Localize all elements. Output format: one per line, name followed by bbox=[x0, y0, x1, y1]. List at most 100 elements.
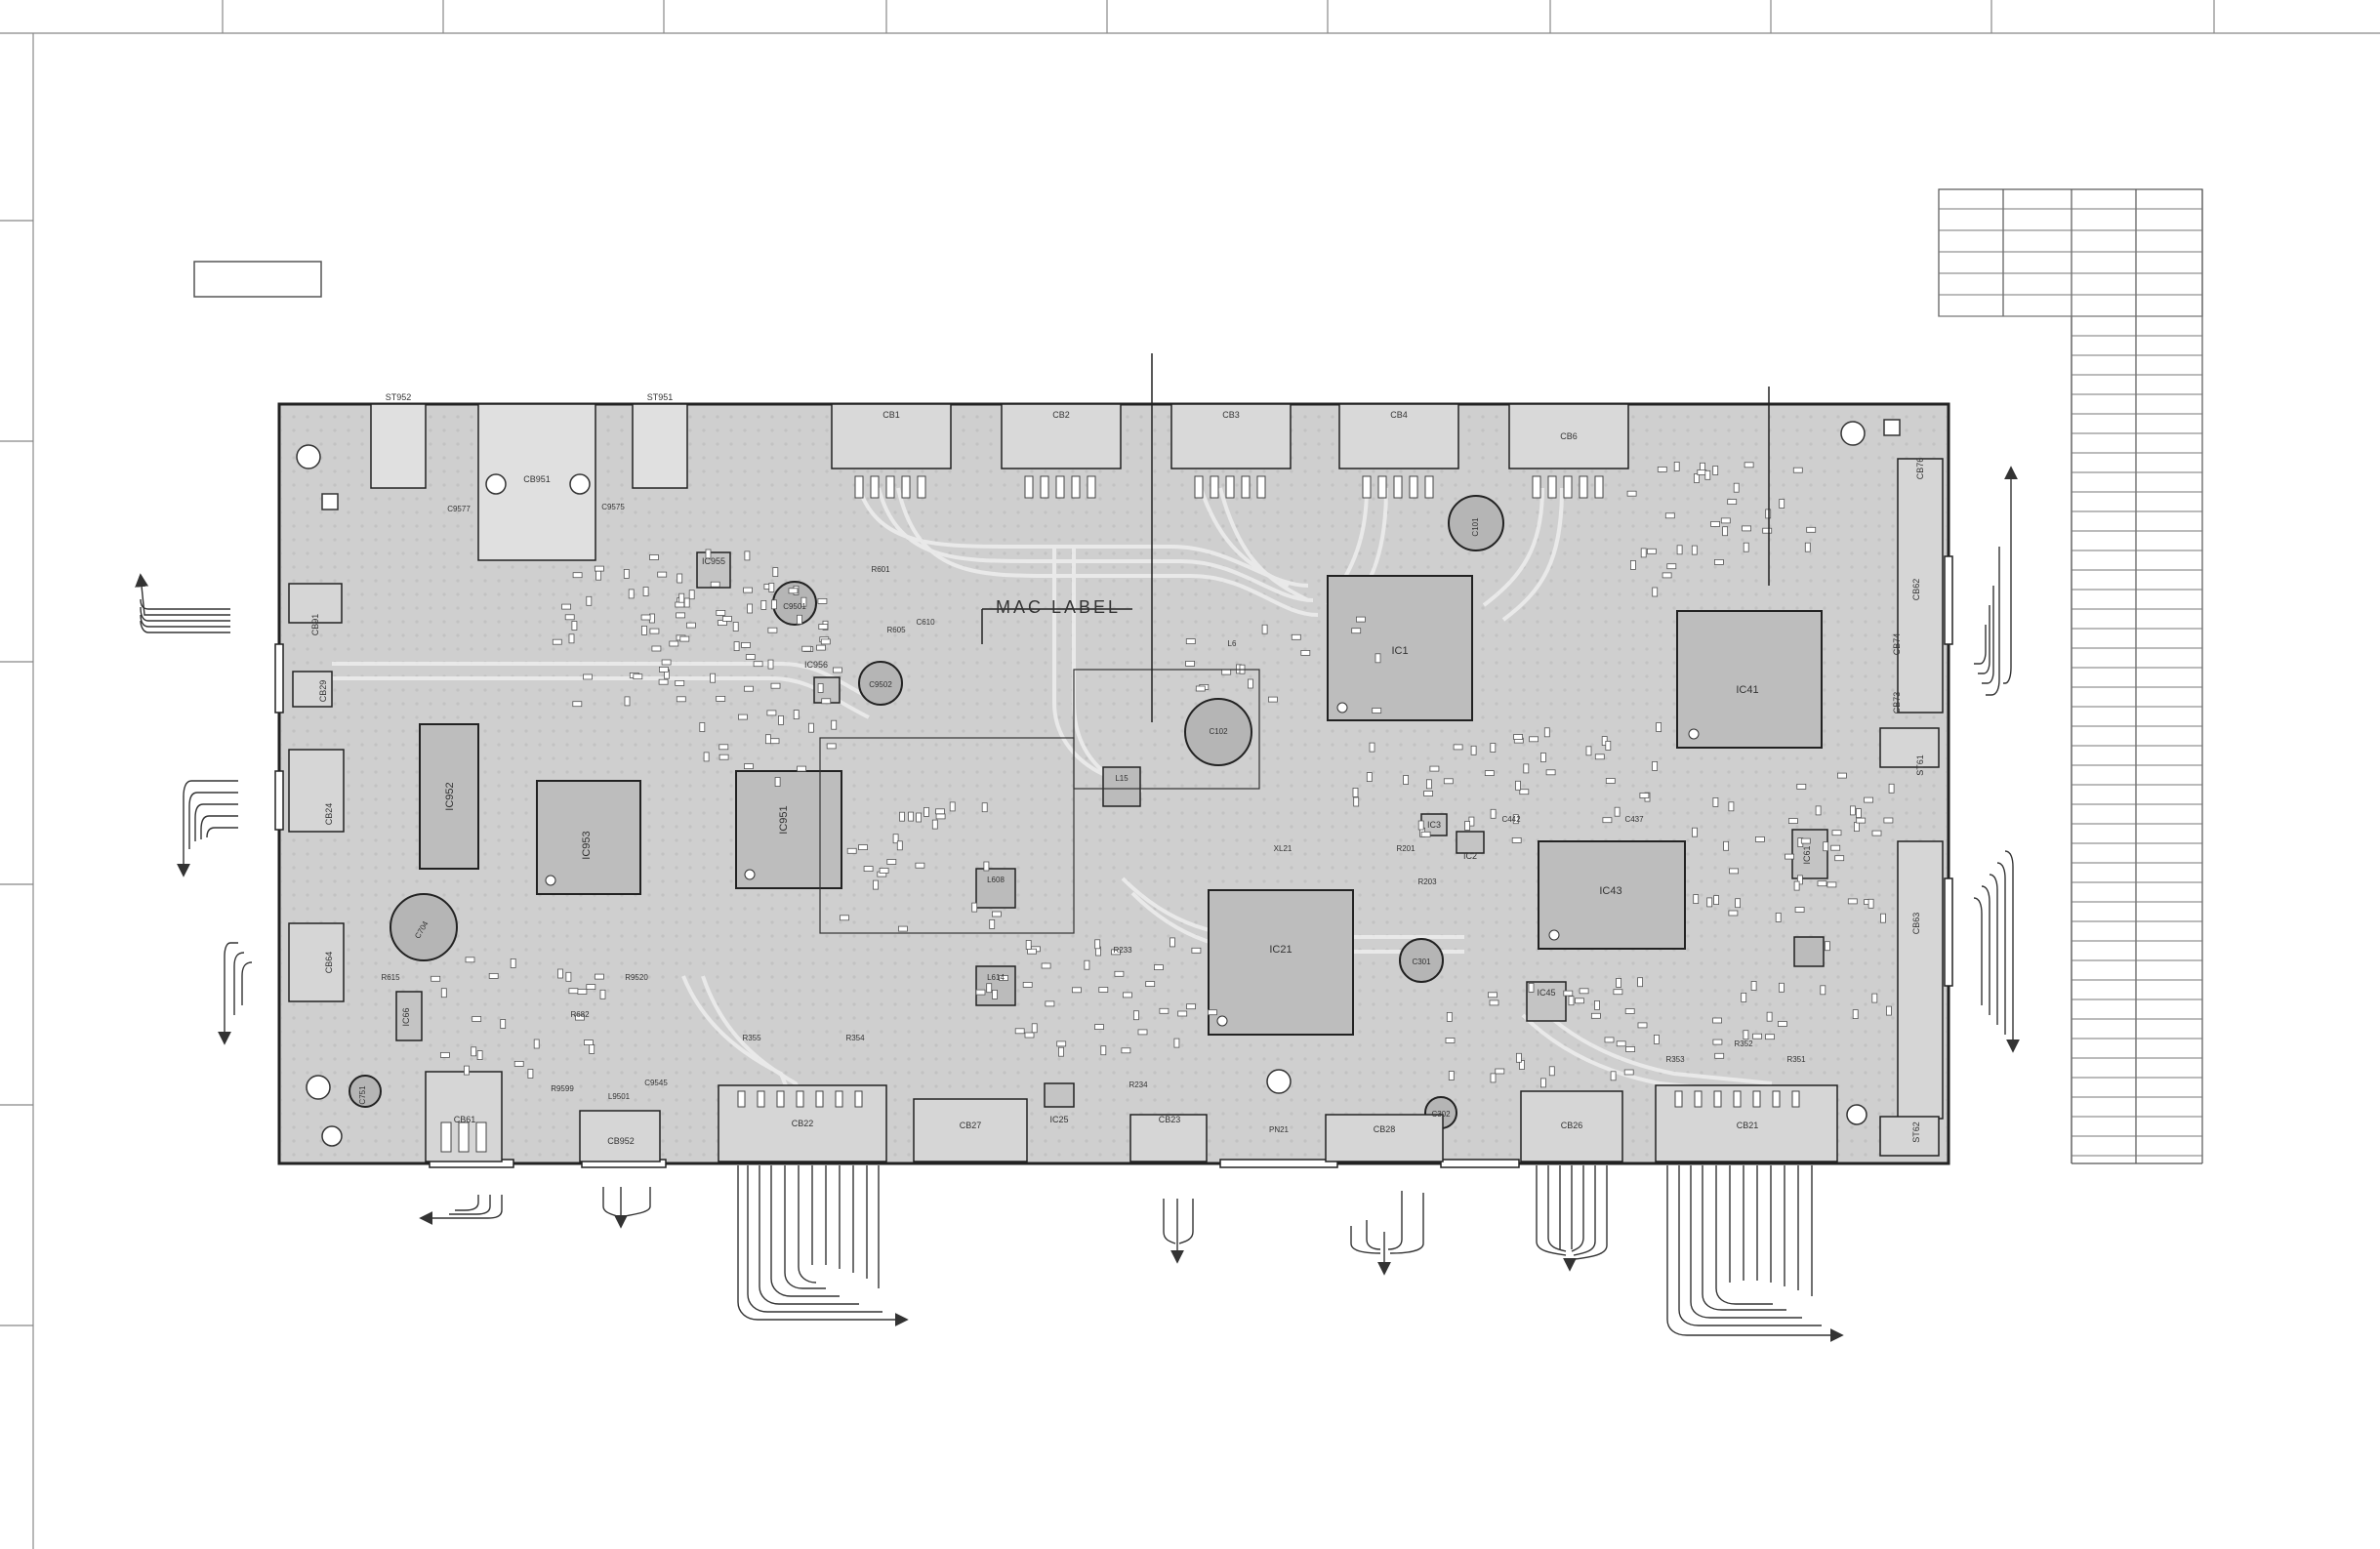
cb27-label: CB27 bbox=[960, 1121, 982, 1130]
cable-bottom-cb26 bbox=[1536, 1165, 1608, 1272]
parts-table-rows bbox=[1939, 208, 2202, 1157]
pn21-label: PN21 bbox=[1269, 1125, 1290, 1134]
cable-left-low bbox=[218, 942, 253, 1045]
cb23-label: CB23 bbox=[1159, 1115, 1181, 1124]
ic953-label: IC953 bbox=[581, 831, 593, 859]
pcb-board bbox=[274, 402, 1953, 1168]
c610-label: C610 bbox=[916, 618, 935, 627]
cable-left-top bbox=[135, 573, 230, 633]
cb24-label: CB24 bbox=[324, 803, 334, 826]
mac-label: MAC LABEL bbox=[996, 597, 1121, 617]
r615-label: R615 bbox=[381, 973, 400, 982]
c301-label: C301 bbox=[1412, 958, 1431, 966]
ic1-label: IC1 bbox=[1391, 645, 1408, 657]
connector-labels: CB1 CB2 CB3 CB4 CB6 CB951 ST952 ST951 CB… bbox=[310, 392, 1925, 1146]
ic952-label: IC952 bbox=[444, 782, 456, 810]
part-labels: C101 C102 C9501 C9502 C301 C302 C704 C75… bbox=[358, 503, 1806, 1134]
cb3-label: CB3 bbox=[1222, 410, 1240, 420]
cb1-label: CB1 bbox=[882, 410, 900, 420]
cb64-label: CB64 bbox=[324, 952, 334, 974]
ic956-label: IC956 bbox=[804, 660, 828, 670]
c9545-label: C9545 bbox=[644, 1079, 668, 1087]
ic2-label: IC2 bbox=[1463, 851, 1477, 861]
cb74-label: CB74 bbox=[1892, 633, 1902, 656]
l6-label: L6 bbox=[1228, 639, 1237, 648]
empty-title-box bbox=[193, 261, 322, 298]
cable-right-top bbox=[1974, 466, 2018, 696]
c102-label: C102 bbox=[1209, 727, 1228, 736]
cable-left-mid bbox=[177, 780, 238, 877]
cb2-label: CB2 bbox=[1052, 410, 1070, 420]
r233-label: R233 bbox=[1113, 946, 1132, 955]
ic43-label: IC43 bbox=[1599, 885, 1621, 897]
c9575-label: C9575 bbox=[601, 503, 625, 511]
r353-label: R353 bbox=[1665, 1055, 1685, 1064]
r605-label: R605 bbox=[886, 626, 906, 634]
xl21-label: XL21 bbox=[1274, 844, 1293, 853]
cable-bottom-cb22 bbox=[737, 1165, 909, 1326]
ic955-label: IC955 bbox=[702, 556, 725, 566]
r234-label: R234 bbox=[1128, 1080, 1148, 1089]
cable-bottom-cb952 bbox=[602, 1187, 651, 1229]
r601-label: R601 bbox=[871, 565, 890, 574]
cb22-label: CB22 bbox=[792, 1119, 814, 1128]
cable-bottom-cb61 bbox=[419, 1195, 503, 1225]
c9502-label: C9502 bbox=[869, 680, 892, 689]
c442-label: C442 bbox=[1501, 815, 1521, 824]
c302-label: C302 bbox=[1431, 1110, 1451, 1119]
cb21-label: CB21 bbox=[1737, 1121, 1759, 1130]
c437-label: C437 bbox=[1624, 815, 1644, 824]
l9501-label: L9501 bbox=[608, 1092, 631, 1101]
ic45-label: IC45 bbox=[1537, 988, 1555, 998]
parts-table bbox=[1938, 188, 2203, 1164]
cb952-label: CB952 bbox=[607, 1136, 635, 1146]
r201-label: R201 bbox=[1396, 844, 1416, 853]
l608-label: L608 bbox=[987, 876, 1005, 884]
c9501-label: C9501 bbox=[783, 602, 806, 611]
r682-label: R682 bbox=[570, 1010, 590, 1019]
l614-label: L614 bbox=[987, 973, 1005, 982]
ic25-label: IC25 bbox=[1049, 1115, 1068, 1124]
c751-label: C751 bbox=[358, 1085, 367, 1105]
c101-label: C101 bbox=[1471, 517, 1480, 537]
st62-label: ST62 bbox=[1911, 1121, 1921, 1143]
cb91-label: CB91 bbox=[310, 614, 320, 636]
cb73-label: CB73 bbox=[1892, 692, 1902, 714]
st61-label: ST61 bbox=[1915, 754, 1925, 776]
cable-bottom-cb21 bbox=[1666, 1165, 1844, 1342]
l15-label: L15 bbox=[1115, 774, 1128, 783]
cable-bottom-cb23 bbox=[1163, 1199, 1194, 1264]
cb63-label: CB63 bbox=[1911, 913, 1921, 935]
r355-label: R355 bbox=[742, 1034, 761, 1042]
cb76-label: CB76 bbox=[1915, 458, 1925, 480]
r351-label: R351 bbox=[1786, 1055, 1806, 1064]
smd-components bbox=[431, 461, 1895, 1088]
r9599-label: R9599 bbox=[551, 1084, 574, 1093]
st951-label: ST951 bbox=[647, 392, 674, 402]
c9577-label: C9577 bbox=[447, 505, 471, 513]
ic41-label: IC41 bbox=[1736, 684, 1758, 696]
ic-labels: IC1 IC41 IC21 IC43 IC951 IC952 IC953 IC9… bbox=[401, 556, 1812, 1124]
mac-label-group: MAC LABEL bbox=[996, 597, 1121, 617]
ic951-label: IC951 bbox=[778, 805, 790, 834]
ic21-label: IC21 bbox=[1269, 944, 1292, 956]
cb951-label: CB951 bbox=[523, 474, 551, 484]
cb4-label: CB4 bbox=[1390, 410, 1408, 420]
ic66-label: IC66 bbox=[401, 1007, 411, 1026]
cable-right-bottom bbox=[1973, 850, 2020, 1053]
r352-label: R352 bbox=[1734, 1039, 1753, 1048]
ic61-label: IC61 bbox=[1802, 845, 1812, 864]
r203-label: R203 bbox=[1417, 877, 1437, 886]
cb6-label: CB6 bbox=[1560, 431, 1578, 441]
r9520-label: R9520 bbox=[625, 973, 648, 982]
cb29-label: CB29 bbox=[318, 680, 328, 703]
cable-bottom-cb28 bbox=[1350, 1191, 1424, 1276]
cb28-label: CB28 bbox=[1374, 1124, 1396, 1134]
r354-label: R354 bbox=[845, 1034, 865, 1042]
cb61-label: CB61 bbox=[454, 1115, 476, 1124]
st952-label: ST952 bbox=[386, 392, 412, 402]
cb26-label: CB26 bbox=[1561, 1121, 1583, 1130]
